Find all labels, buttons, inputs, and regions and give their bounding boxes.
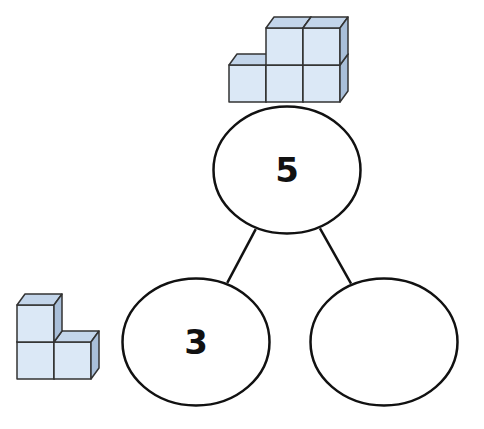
number-circle: 3 [121, 277, 271, 407]
three-cubes [17, 294, 99, 379]
number-label: 3 [184, 322, 208, 362]
circle-outline [309, 277, 459, 407]
cube-face [340, 17, 348, 65]
bond-line [320, 228, 351, 283]
cube-face [54, 342, 91, 379]
number-label: 5 [275, 150, 299, 190]
bond-line [227, 229, 255, 283]
cube-face [54, 294, 62, 342]
five-cubes [229, 17, 348, 102]
cube-face [303, 65, 340, 102]
cube-face [91, 331, 99, 379]
number-circle [309, 277, 459, 407]
circle-shape [123, 279, 270, 406]
cube-face [266, 28, 303, 65]
cube-face [17, 305, 54, 342]
cube-face [303, 28, 340, 65]
circle-shape [214, 107, 361, 234]
cube-face [266, 65, 303, 102]
circle-shape [311, 279, 458, 406]
number-circle: 5 [212, 105, 362, 235]
cube-face [17, 342, 54, 379]
cube-face [229, 65, 266, 102]
